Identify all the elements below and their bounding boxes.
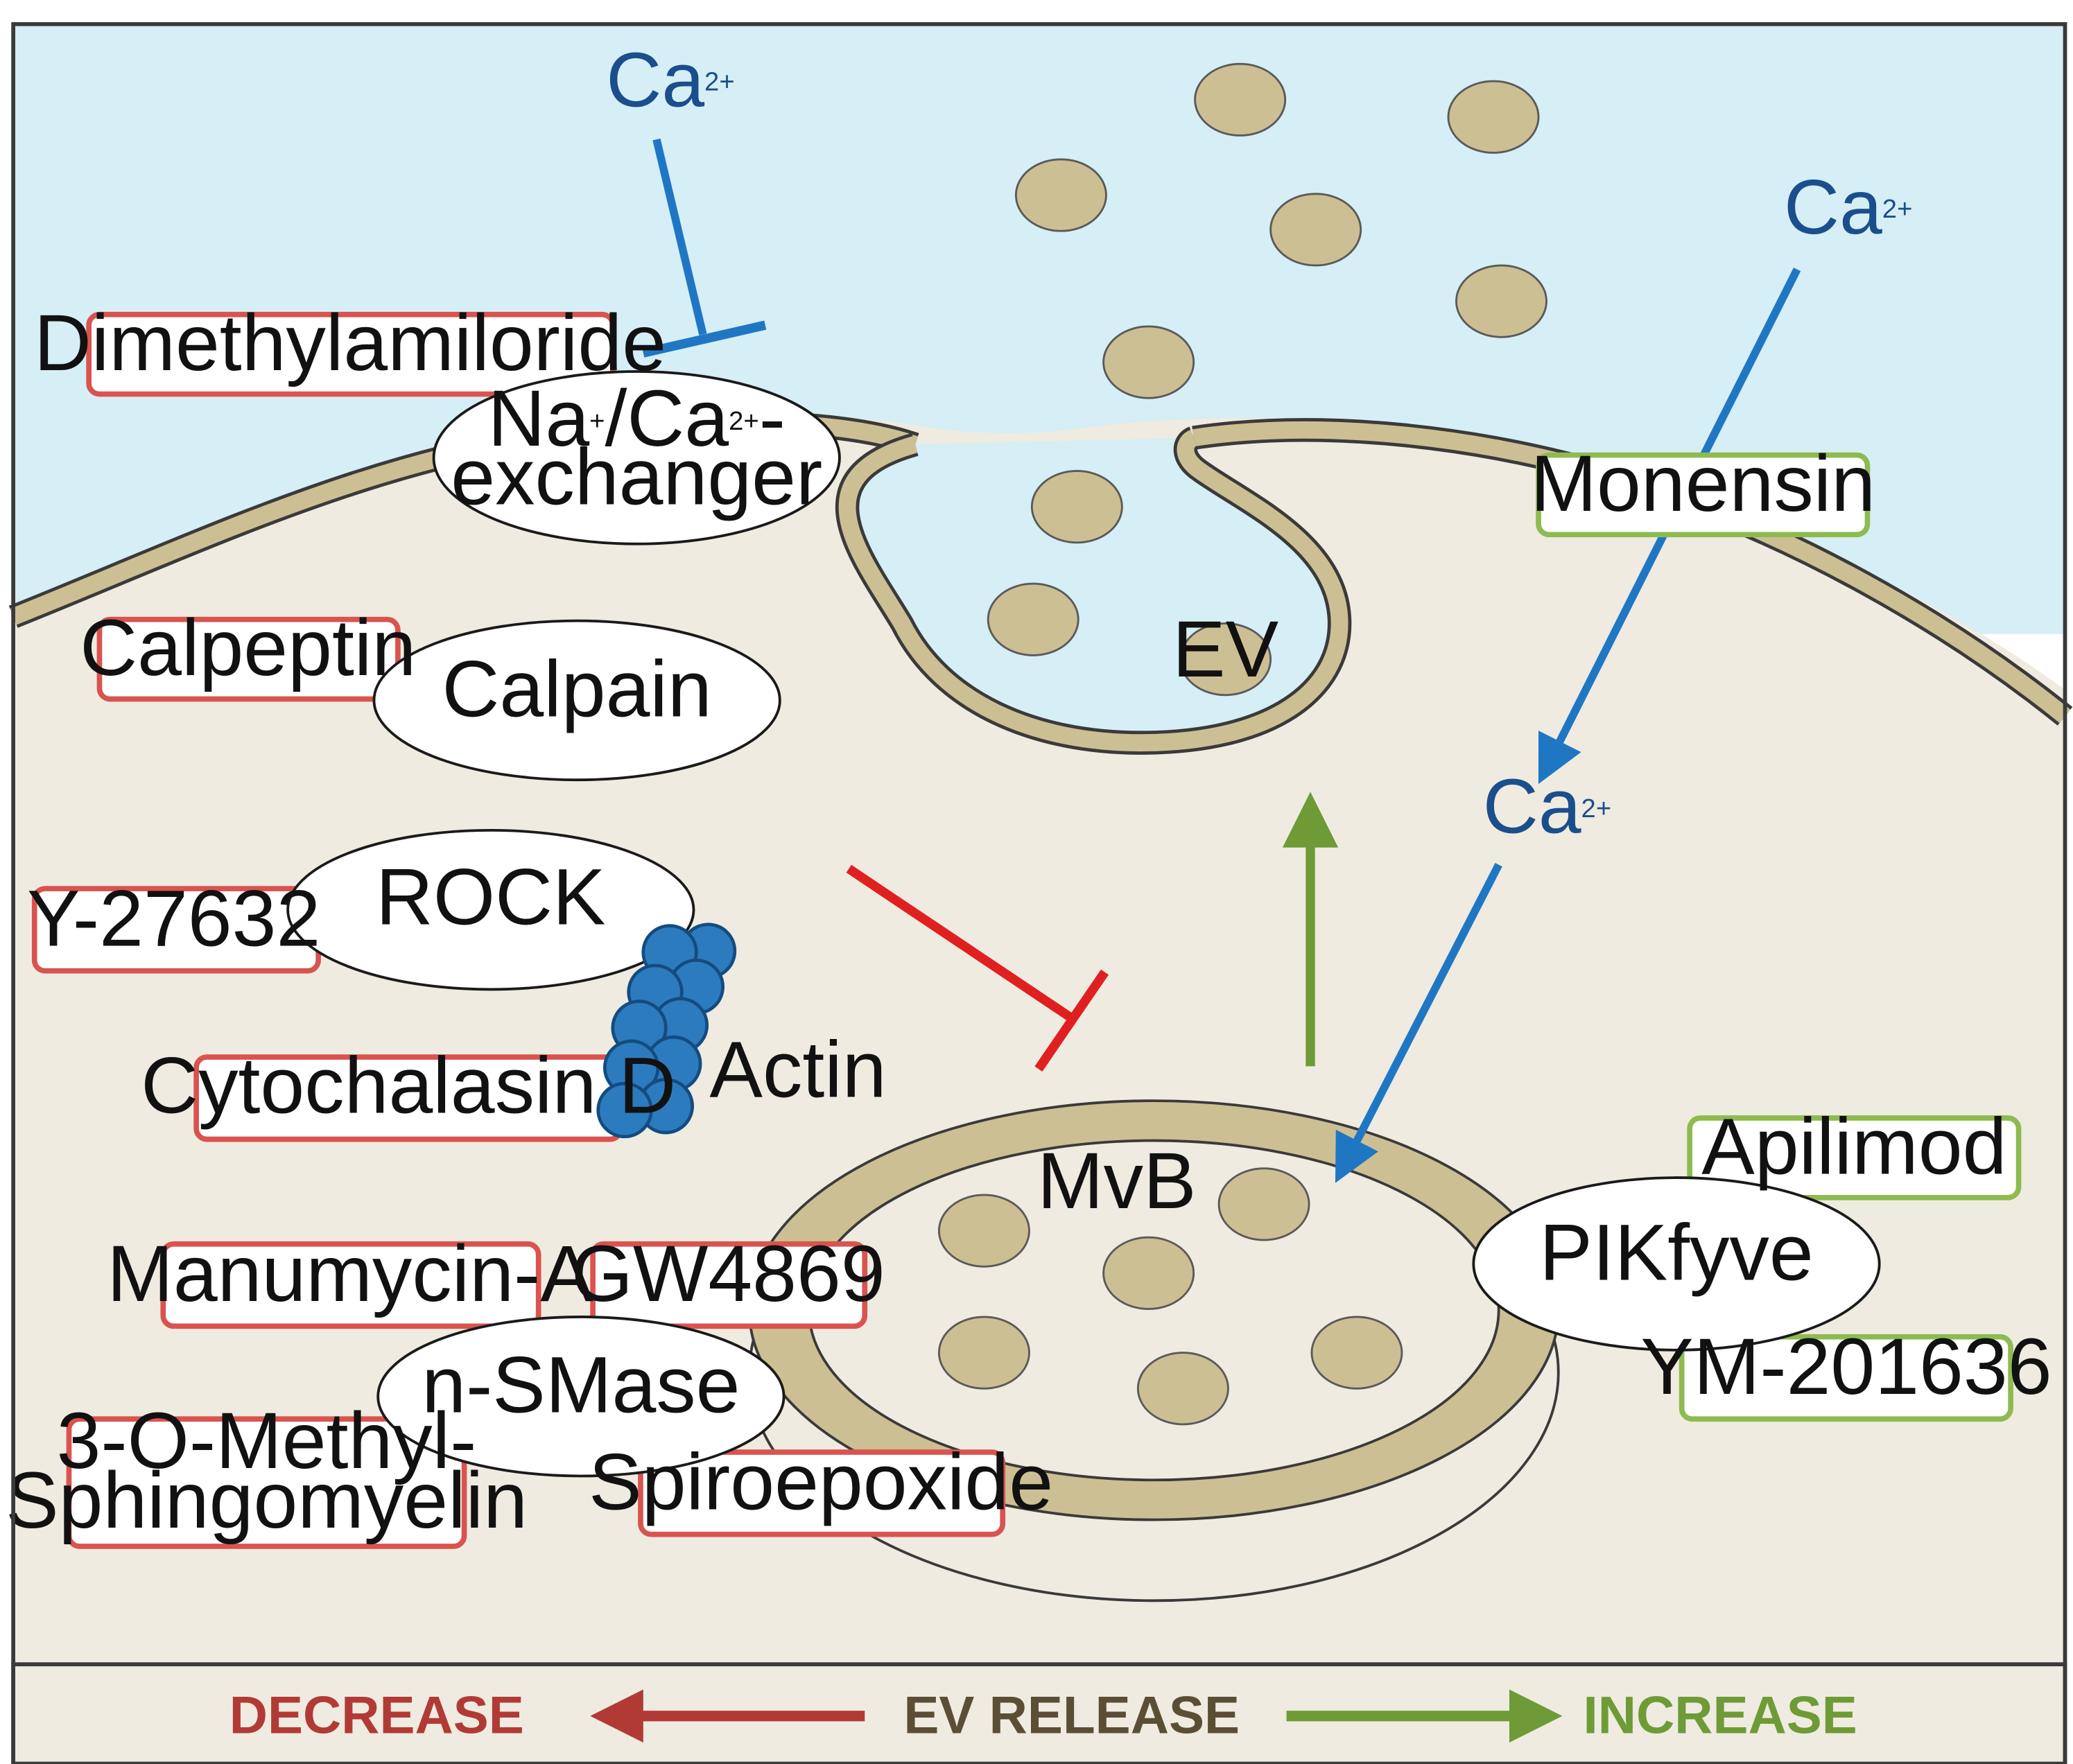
ev-release-label: EV RELEASE [903,1686,1240,1745]
dimethylamiloride-label: Dimethylamiloride [34,299,666,387]
increase-label: INCREASE [1583,1686,1857,1745]
spiroepoxide-label: Spiroepoxide [589,1438,1053,1526]
inhibit-line [846,864,1073,1022]
nsmase-ellipse [376,1316,786,1478]
methyl-sphingomyelin-label-2: Sphingomyelin [6,1456,528,1545]
monensin-box [1536,452,1871,538]
actin-filament [596,923,737,1139]
dimethylamiloride-box [86,311,616,397]
ev-vesicle [1179,622,1272,697]
gw4869-box [590,1241,868,1329]
mvb-label: MvB [1037,1137,1197,1225]
calcium-label-inner: Ca2+ [1483,764,1611,850]
calcium-inhibition-line [652,138,707,335]
methyl-sphingomyelin-label-1: 3-O-Methyl- [57,1397,477,1485]
y27632-label: Y-27632 [27,874,320,963]
calpain-ellipse [372,619,781,782]
calcium-label-right: Ca2+ [1784,164,1912,250]
calpeptin-box [96,616,401,702]
inhibit-bar [1034,969,1109,1072]
pikfyve-label: PIKfyve [1539,1208,1813,1297]
calpain-label: Calpain [442,645,712,733]
calcium-label-top: Ca2+ [606,37,734,123]
calcium-inhibition-bar [642,320,767,358]
manumycin-label: Manumycin-A [107,1230,593,1318]
rock-label: ROCK [376,853,606,942]
manumycin-box [160,1241,541,1329]
ym201636-label: YM-201636 [1640,1322,2052,1411]
calpeptin-label: Calpeptin [80,604,416,692]
cytochalasin-label: Cytochalasin D [141,1041,676,1130]
ev-label: EV [1172,605,1279,694]
nsmase-label: n-SMase [422,1341,740,1430]
exchanger-label-1: Na+/Ca2+- [487,374,786,463]
actin-label: Actin [709,1025,886,1114]
rock-ellipse [286,828,695,991]
calcium-to-mvb-arrow [1335,863,1502,1183]
decrease-label: DECREASE [229,1686,524,1745]
exchanger-label-2: exchanger [451,433,822,521]
pikfyve-ellipse [1472,1176,1881,1352]
gw4869-label: GW4869 [571,1230,885,1318]
apilimod-box [1687,1115,2022,1200]
apilimod-label: Apilimod [1701,1102,2006,1191]
intraluminal-vesicles [937,1167,1403,1426]
spiroepoxide-box [638,1449,1006,1537]
extracellular-evs [987,62,1547,656]
monensin-label: Monensin [1530,439,1875,528]
exchanger-ellipse [432,370,841,545]
ym201636-box [1679,1334,2013,1422]
methyl-sphingomyelin-box [66,1416,467,1549]
